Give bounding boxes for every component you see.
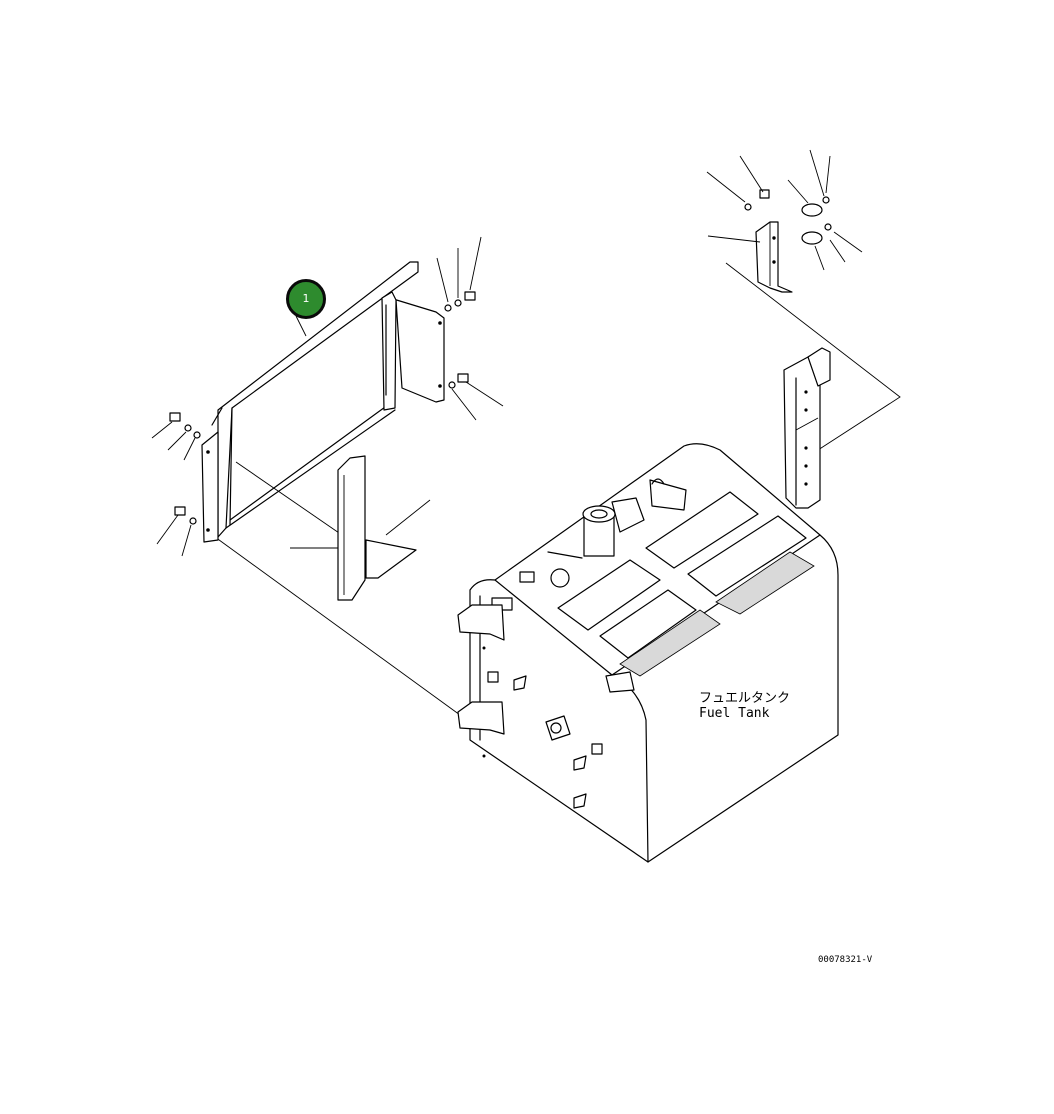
post-bracket bbox=[783, 347, 831, 509]
frame-fasteners bbox=[151, 236, 504, 557]
callout-1-leader bbox=[295, 315, 307, 337]
mid-bracket bbox=[290, 455, 431, 601]
drawing-code: 00078321-V bbox=[818, 955, 873, 965]
fuel-tank bbox=[457, 443, 839, 863]
fuel-tank-label-en: Fuel Tank bbox=[699, 706, 770, 721]
part-callout-1-number: 1 bbox=[302, 292, 310, 305]
fuel-tank-label-jp: フュエルタンク bbox=[699, 691, 791, 706]
upper-right-bracket bbox=[706, 149, 863, 293]
part-callout-1[interactable]: 1 bbox=[286, 279, 326, 319]
assembly-guide-lines bbox=[214, 262, 901, 716]
guard-frame bbox=[201, 261, 445, 543]
